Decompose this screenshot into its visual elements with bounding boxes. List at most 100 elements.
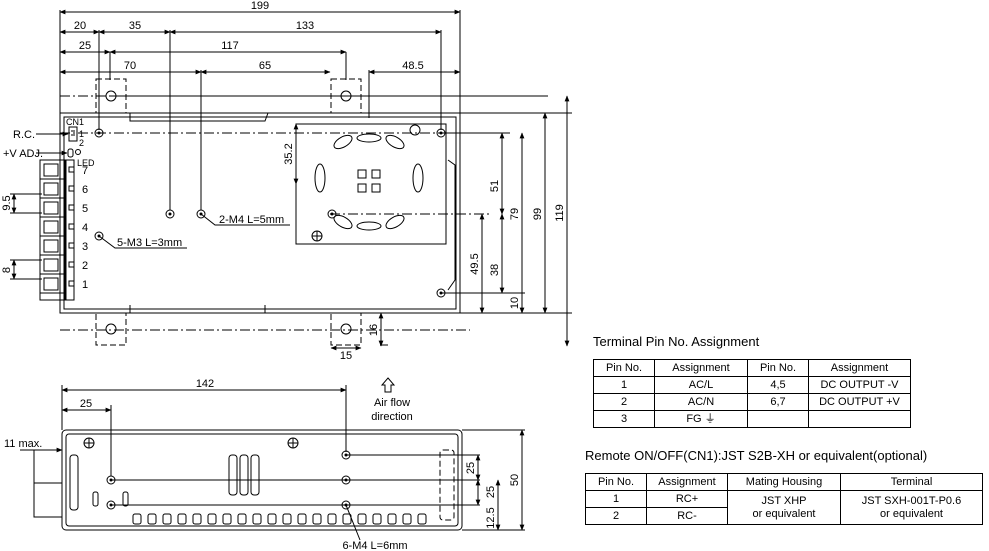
dim-10: 10 xyxy=(509,297,521,309)
vent-slot xyxy=(357,513,367,525)
terminal-screw xyxy=(43,201,59,215)
cn1-pin1-label: 1 xyxy=(79,129,84,139)
vent-slot xyxy=(177,513,187,525)
dim-119: 119 xyxy=(554,204,566,222)
dim-51: 51 xyxy=(489,180,501,192)
terminal-pin-table: Pin No. Assignment Pin No. Assignment 1 … xyxy=(593,359,911,428)
top-view: 199 20 35 133 25 117 70 65 48.5 35.2 51 … xyxy=(1,0,572,362)
dim-35-2: 35.2 xyxy=(283,143,295,164)
terminal-number-label: 4 xyxy=(82,222,88,234)
dim-117: 117 xyxy=(221,40,239,52)
vent-slot xyxy=(222,513,232,525)
dim-142: 142 xyxy=(196,378,214,390)
table-row: 2 RC- xyxy=(585,507,983,525)
vent-slot xyxy=(237,513,247,525)
table-cell: 2 xyxy=(585,507,647,525)
terminal-number-label: 3 xyxy=(82,241,88,253)
dim-48-5: 48.5 xyxy=(402,60,423,72)
terminal-screw xyxy=(43,277,59,291)
dim-49-5: 49.5 xyxy=(469,253,481,274)
vent-slot xyxy=(387,513,397,525)
vadj-label: +V ADJ. xyxy=(3,148,43,160)
table-cell: 6,7 xyxy=(747,393,809,411)
vent-slot xyxy=(372,513,382,525)
mount-tab xyxy=(95,312,127,346)
terminal-number-label: 1 xyxy=(82,279,88,291)
vent-slot xyxy=(252,513,262,525)
cn1-pin2-label: 2 xyxy=(79,138,84,148)
dim-25-side: 25 xyxy=(80,398,92,410)
housing-text: JST XHP xyxy=(761,494,807,507)
table-cell: 1 xyxy=(585,490,647,508)
screw-icon xyxy=(287,437,299,449)
table-row: 1 AC/L 4,5 DC OUTPUT -V xyxy=(593,376,911,394)
column-header: Assignment xyxy=(654,359,748,377)
table-cell: AC/L xyxy=(654,376,748,394)
column-header: Mating Housing xyxy=(727,473,841,491)
terminal-screw xyxy=(43,258,59,272)
side-view: 142 25 11 max. 25 25 50 12.5 Air flow di… xyxy=(4,377,525,551)
vent-slot xyxy=(192,513,202,525)
vent-slot xyxy=(207,513,217,525)
dim-25: 25 xyxy=(79,40,91,52)
terminal-screw xyxy=(43,239,59,253)
column-header: Assignment xyxy=(646,473,728,491)
table-cell: JST SXH-001T-P0.6 or equivalent xyxy=(840,490,983,525)
terminal-screw xyxy=(43,163,59,177)
terminal-screw xyxy=(43,220,59,234)
table-cell: 2 xyxy=(593,393,655,411)
dim-11-max: 11 max. xyxy=(4,438,42,450)
terminal-block xyxy=(39,159,75,301)
dim-99: 99 xyxy=(532,208,544,220)
vent-slot xyxy=(297,513,307,525)
terminal-table-title: Terminal Pin No. Assignment xyxy=(593,334,760,349)
vent-slot xyxy=(147,513,157,525)
airflow-label: Air flow xyxy=(374,397,410,409)
mount-tab xyxy=(330,312,362,346)
column-header: Pin No. xyxy=(593,359,655,377)
terminal-screw xyxy=(43,182,59,196)
dim-25-right: 25 xyxy=(465,462,477,474)
table-cell: 4,5 xyxy=(747,376,809,394)
column-header: Pin No. xyxy=(747,359,809,377)
terminal-number-label: 7 xyxy=(82,165,88,177)
column-header: Assignment xyxy=(808,359,911,377)
table-cell xyxy=(808,410,911,428)
table-cell: DC OUTPUT +V xyxy=(808,393,911,411)
terminal-number-label: 6 xyxy=(82,184,88,196)
table-cell: JST XHP or equivalent xyxy=(727,490,841,525)
dim-133: 133 xyxy=(296,20,314,32)
rc-label: R.C. xyxy=(13,129,35,141)
airflow-arrow-icon xyxy=(380,377,396,393)
table-row: 1 RC+ JST XHP or equivalent JST SXH-001T… xyxy=(585,490,983,525)
remote-onoff-table: Pin No. Assignment Mating Housing Termin… xyxy=(585,473,983,525)
table-cell: 1 xyxy=(593,376,655,394)
side-terminal-block xyxy=(33,482,63,518)
vent-slot xyxy=(417,513,427,525)
dim-35: 35 xyxy=(129,20,141,32)
dim-9-5: 9.5 xyxy=(1,195,13,210)
column-header: Terminal xyxy=(840,473,983,491)
housing-text-2: or equivalent xyxy=(752,507,816,520)
led-label: LED xyxy=(77,158,95,168)
dim-20: 20 xyxy=(74,20,86,32)
table-cell: AC/N xyxy=(654,393,748,411)
table-cell: RC+ xyxy=(646,490,728,508)
dim-50: 50 xyxy=(509,474,521,486)
vent-slot xyxy=(312,513,322,525)
vent-slot xyxy=(282,513,292,525)
vent-slot xyxy=(402,513,412,525)
dim-65: 65 xyxy=(259,60,271,72)
dim-16: 16 xyxy=(368,324,380,336)
screw-icon xyxy=(83,437,95,449)
m4-note-label: 2-M4 L=5mm xyxy=(219,214,284,226)
dim-12-5: 12.5 xyxy=(485,507,497,528)
vent-slot xyxy=(162,513,172,525)
dim-38: 38 xyxy=(489,264,501,276)
dim-70: 70 xyxy=(124,60,136,72)
dim-15: 15 xyxy=(340,350,352,362)
m3-note-label: 5-M3 L=3mm xyxy=(117,237,182,249)
table-cell: RC- xyxy=(646,507,728,525)
dim-79: 79 xyxy=(509,208,521,220)
